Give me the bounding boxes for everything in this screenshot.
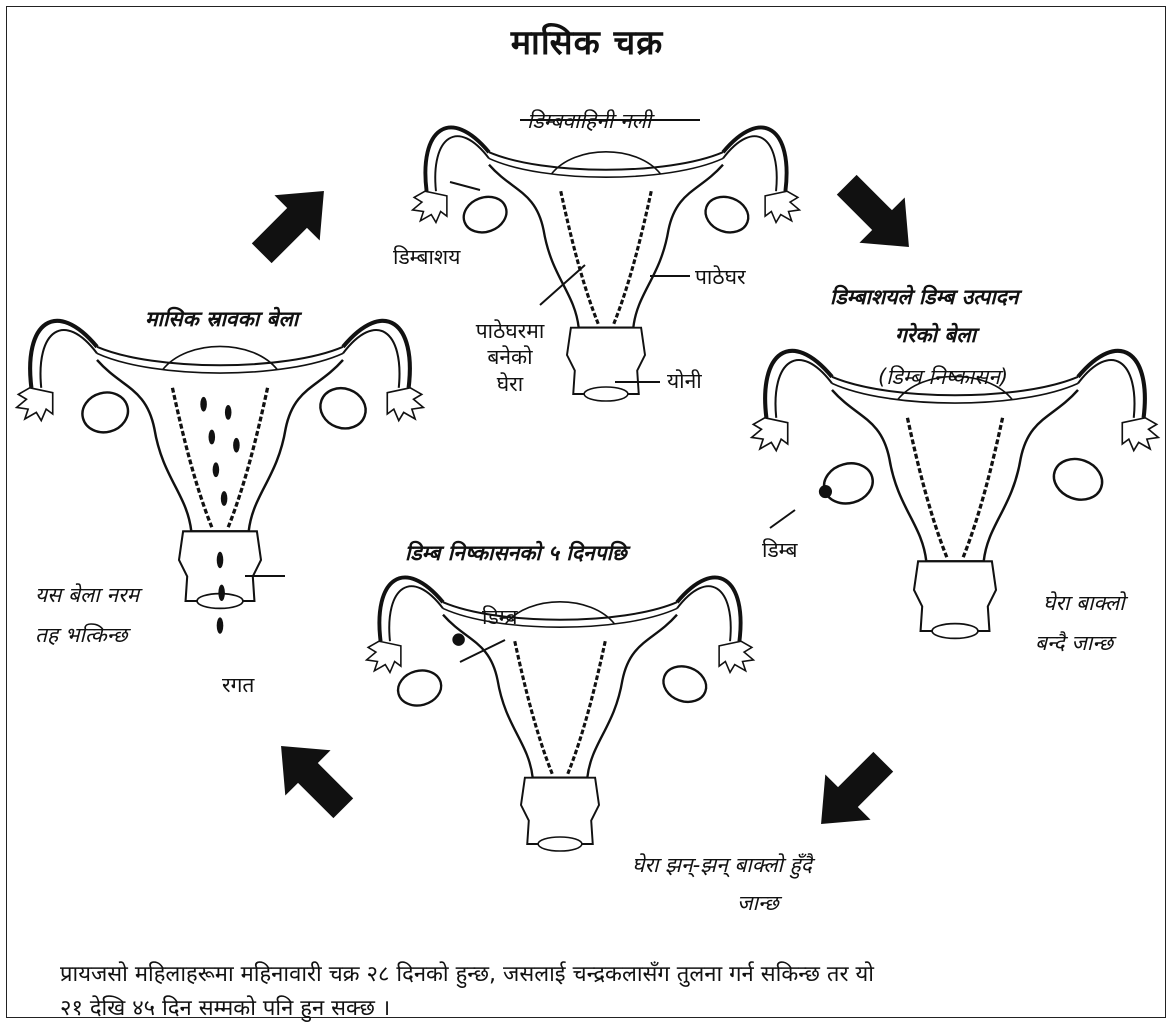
note-ovulation-2: बन्दै जान्छ	[1035, 630, 1113, 656]
heading-post-ovulation: डिम्ब निष्कासनको ५ दिनपछि	[405, 540, 627, 566]
arrow-icon	[239, 168, 346, 275]
heading-ovulation-1: डिम्बाशयले डिम्ब उत्पादन	[830, 284, 1018, 310]
heading-menstruation: मासिक स्रावका बेला	[145, 306, 298, 332]
label-fallopian-tube: डिम्बवाहिनी नली	[527, 108, 651, 134]
label-uterus: पाठेघर	[695, 264, 746, 290]
heading-ovulation-2: गरेको बेला	[895, 322, 976, 348]
note-menstruation-1: यस बेला नरम	[35, 582, 139, 608]
subheading-ovulation: (डिम्ब निष्कासन)	[878, 364, 1008, 390]
caption-line-2: २१ देखि ४५ दिन सम्मको पनि हुन सक्छ ।	[60, 992, 1140, 1026]
label-egg-ovulation: डिम्ब	[762, 537, 798, 563]
caption-line-1: प्रायजसो महिलाहरूमा महिनावारी चक्र २८ दि…	[60, 958, 1140, 992]
note-menstruation-2: तह भत्किन्छ	[35, 622, 128, 648]
egg-dot	[819, 485, 832, 498]
label-lining-line-3: घेरा	[455, 371, 565, 397]
arrow-icon	[824, 162, 931, 269]
note-ovulation-1: घेरा बाक्लो	[1043, 590, 1125, 616]
label-vagina: योनी	[667, 368, 702, 394]
label-lining: पाठेघरमा बनेको घेरा	[455, 318, 565, 397]
label-egg-post-ovulation: डिम्ब	[482, 604, 518, 630]
uterus-diagram-post-ovulation	[367, 577, 754, 851]
note-post-ovulation-1: घेरा झन्-झन् बाक्लो हुँदै	[632, 852, 812, 878]
arrow-icon	[258, 723, 365, 830]
note-post-ovulation-2: जान्छ	[737, 890, 779, 916]
label-lining-line-2: बनेको	[455, 344, 565, 370]
label-lining-line-1: पाठेघरमा	[455, 318, 565, 344]
caption: प्रायजसो महिलाहरूमा महिनावारी चक्र २८ दि…	[60, 958, 1140, 1026]
arrow-icon	[798, 739, 905, 846]
egg-dot	[452, 633, 464, 645]
label-ovary: डिम्बाशय	[393, 244, 460, 270]
label-blood: रगत	[222, 672, 254, 698]
